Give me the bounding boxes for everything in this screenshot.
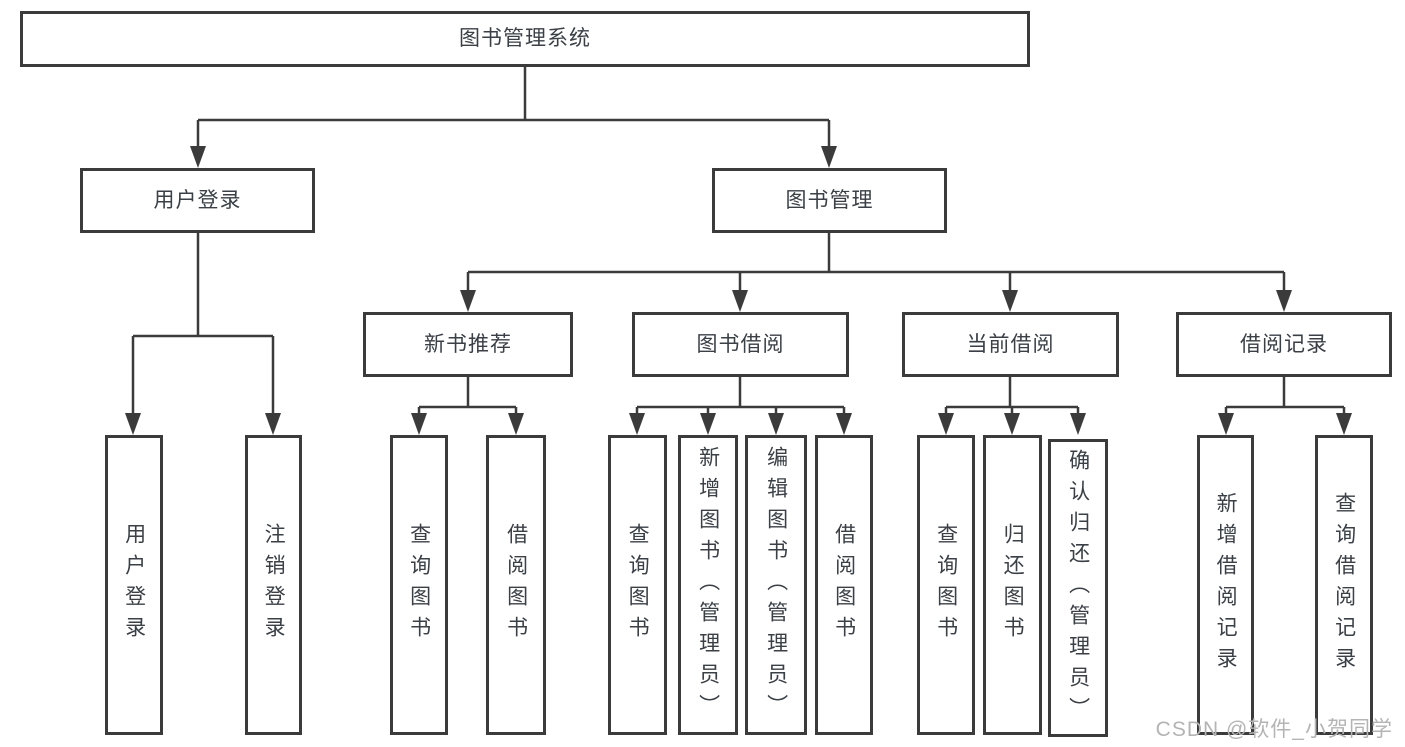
leaf-bookborrow-edit-label: 编辑图书（管理员） [764,445,788,725]
node-current-borrow: 当前借阅 [902,312,1119,377]
connector-bookmgmt-to-level3 [466,233,1286,294]
node-book-mgmt: 图书管理 [712,168,947,233]
node-new-books: 新书推荐 [363,312,573,377]
connector-borrowrecords-to-leaves [1224,377,1346,415]
leaf-newbooks-query: 查询图书 [390,435,448,735]
leaf-newbooks-borrow: 借阅图书 [486,435,546,735]
leaf-borrowrecords-add: 新增借阅记录 [1197,435,1254,735]
leaf-bookborrow-edit: 编辑图书（管理员） [745,435,807,735]
node-root-label: 图书管理系统 [459,27,591,51]
leaf-user-login-label: 用户登录 [122,523,146,647]
leaf-borrowrecords-query-label: 查询借阅记录 [1332,492,1356,678]
node-book-mgmt-label: 图书管理 [785,188,874,212]
leaf-currentborrow-query-label: 查询图书 [934,523,958,647]
leaf-borrowrecords-add-label: 新增借阅记录 [1214,492,1238,678]
leaf-newbooks-borrow-label: 借阅图书 [504,523,528,647]
leaf-logout-label: 注销登录 [262,523,286,647]
watermark: CSDN @软件_小贺同学 [1155,718,1393,741]
connector-userlogin-to-leaves [131,233,275,415]
connector-bookborrow-to-leaves [635,377,846,415]
connector-newbooks-to-leaves [417,377,518,415]
connector-currentborrow-to-leaves [944,377,1080,415]
leaf-logout: 注销登录 [245,435,302,735]
leaf-user-login: 用户登录 [105,435,163,735]
leaf-bookborrow-borrow: 借阅图书 [815,435,873,735]
node-book-borrow: 图书借阅 [632,312,849,377]
leaf-bookborrow-query: 查询图书 [608,435,667,735]
leaf-borrowrecords-query: 查询借阅记录 [1315,435,1373,735]
node-borrow-records-label: 借阅记录 [1240,332,1328,356]
leaf-bookborrow-add: 新增图书（管理员） [678,435,738,735]
node-current-borrow-label: 当前借阅 [966,332,1055,356]
leaf-currentborrow-return-label: 归还图书 [1001,523,1025,647]
node-root: 图书管理系统 [20,11,1030,67]
leaf-bookborrow-add-label: 新增图书（管理员） [696,445,720,725]
leaf-newbooks-query-label: 查询图书 [407,523,431,647]
node-user-login: 用户登录 [80,168,315,233]
leaf-currentborrow-confirm: 确认归还（管理员） [1048,439,1108,737]
leaf-bookborrow-query-label: 查询图书 [626,523,650,647]
node-borrow-records: 借阅记录 [1176,312,1392,377]
node-user-login-label: 用户登录 [153,188,242,212]
node-book-borrow-label: 图书借阅 [696,332,785,356]
leaf-currentborrow-confirm-label: 确认归还（管理员） [1066,448,1090,728]
leaf-currentborrow-query: 查询图书 [917,435,975,735]
node-new-books-label: 新书推荐 [424,332,512,356]
connector-root-to-level2 [196,67,831,148]
leaf-currentborrow-return: 归还图书 [983,435,1042,735]
leaf-bookborrow-borrow-label: 借阅图书 [832,523,856,647]
arrowheads [125,146,1352,435]
